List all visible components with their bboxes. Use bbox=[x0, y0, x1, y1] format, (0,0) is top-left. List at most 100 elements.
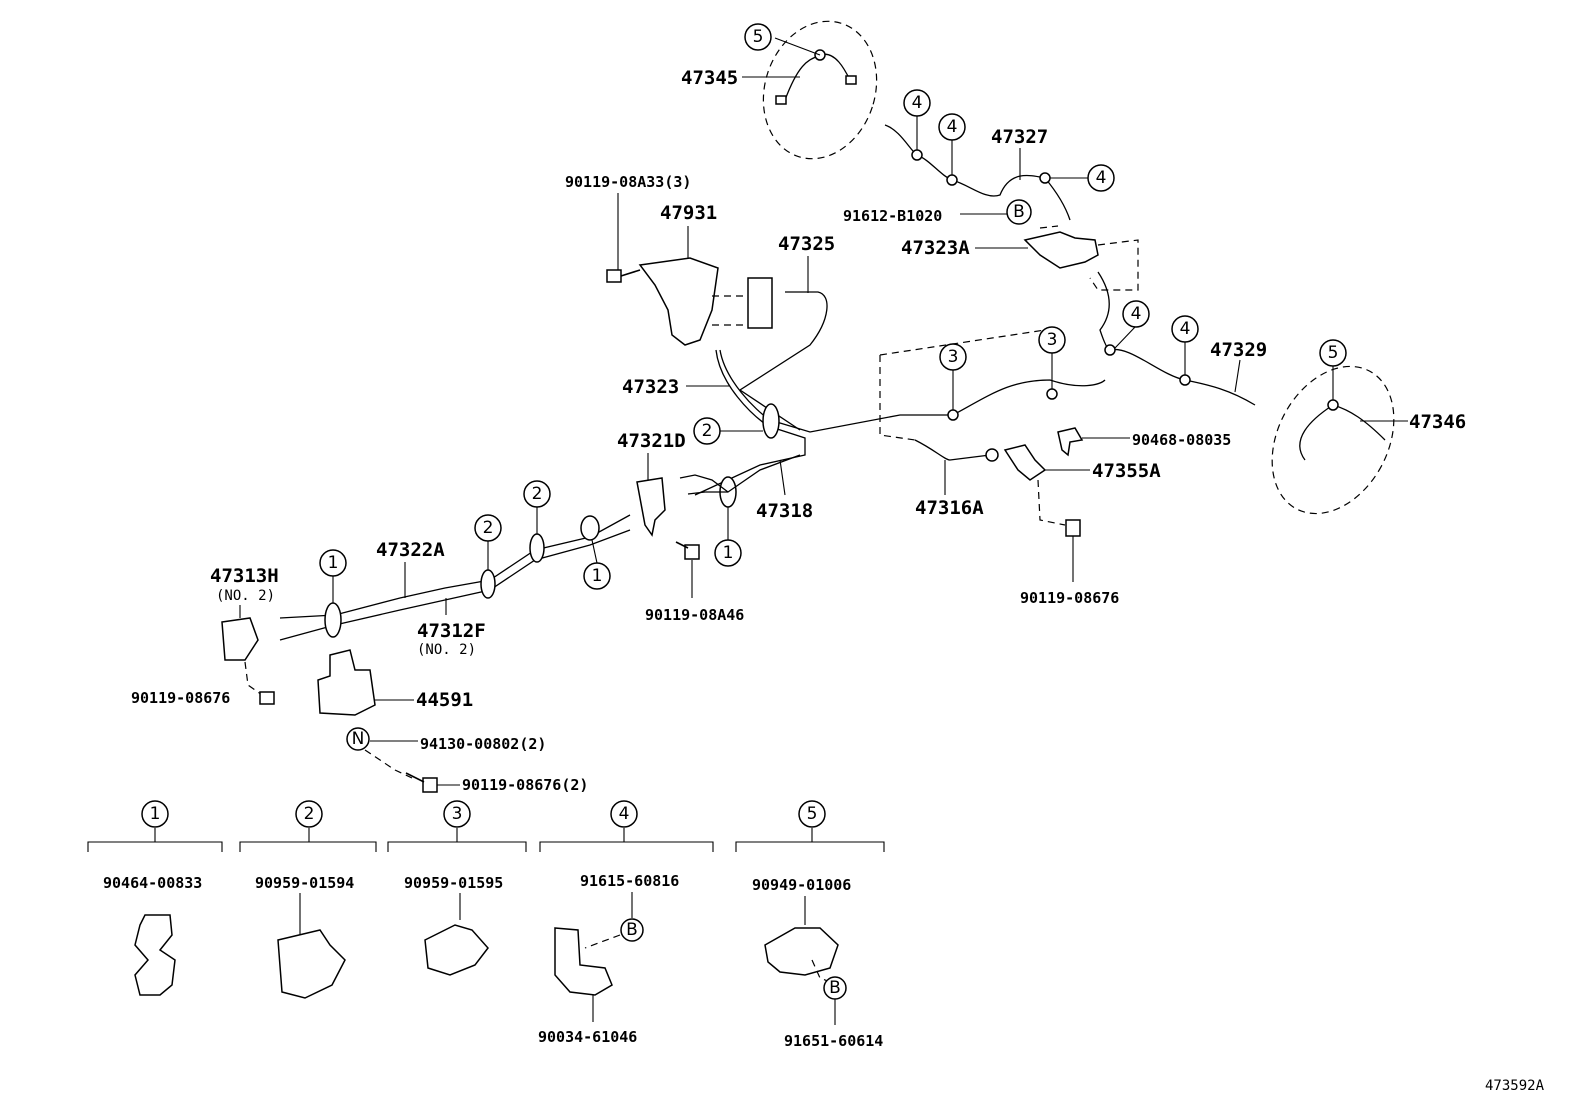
clip-90468-08035 bbox=[1057, 427, 1084, 457]
legend-1: 1 90464-00833 bbox=[87, 800, 223, 996]
clip-point bbox=[1039, 172, 1051, 184]
callout-3b: 3 bbox=[1038, 326, 1066, 354]
pipe-line-47312F bbox=[279, 529, 631, 641]
bolt-head bbox=[684, 544, 700, 560]
legend-4: 4 91615-60816 B 90034-61046 bbox=[538, 800, 714, 1046]
svg-text:B: B bbox=[626, 920, 638, 940]
bracket-47323A bbox=[1023, 231, 1099, 269]
hose-fitting bbox=[985, 448, 999, 462]
pipe-line-47322A bbox=[279, 514, 631, 619]
clamp-1b bbox=[580, 515, 600, 541]
clamp-1-left bbox=[324, 602, 342, 638]
leader-line bbox=[591, 539, 598, 564]
clamp-icon-2 bbox=[277, 929, 346, 999]
part-label-47323A: 47323A bbox=[901, 237, 970, 259]
part-label-47327: 47327 bbox=[991, 126, 1048, 148]
callout-text: 5 bbox=[753, 27, 764, 47]
bolt-head bbox=[1065, 519, 1081, 537]
bolt-head bbox=[606, 269, 622, 283]
clamp-2 bbox=[762, 403, 780, 439]
svg-text:4: 4 bbox=[619, 804, 630, 824]
svg-text:1: 1 bbox=[723, 543, 734, 563]
clip-point bbox=[911, 149, 923, 161]
clip-point bbox=[1046, 388, 1058, 400]
callout-1b: 1 bbox=[583, 562, 611, 590]
wheel-outline bbox=[1271, 365, 1395, 515]
callout-4a: 4 bbox=[903, 89, 931, 117]
legend-part-4-bottom: 90034-61046 bbox=[538, 1028, 637, 1046]
bracket-44591 bbox=[317, 649, 376, 716]
svg-text:3: 3 bbox=[1047, 330, 1058, 350]
callout-1-center: 1 bbox=[714, 539, 742, 567]
dashed-guide bbox=[364, 749, 413, 779]
leader-line bbox=[1234, 359, 1241, 393]
bolt-shaft bbox=[675, 541, 689, 549]
clamp-icon-5 bbox=[764, 927, 839, 976]
part-label-47323: 47323 bbox=[622, 376, 679, 398]
part-label-47355A: 47355A bbox=[1092, 460, 1161, 482]
dashed-guide bbox=[244, 661, 263, 696]
bolt-head bbox=[422, 777, 438, 793]
clamp-2a bbox=[480, 569, 496, 599]
junction-block bbox=[747, 277, 773, 329]
clip-point bbox=[1104, 344, 1116, 356]
part-label-90119-08A33: 90119-08A33(3) bbox=[565, 173, 691, 191]
dashed-guide bbox=[1089, 239, 1139, 291]
pipe-line-main2 bbox=[694, 349, 806, 496]
svg-text:2: 2 bbox=[483, 518, 494, 538]
part-note-47313H: (NO. 2) bbox=[216, 588, 275, 604]
callout-1-left: 1 bbox=[319, 549, 347, 577]
dashed-guide bbox=[712, 295, 748, 326]
bolt-shaft bbox=[405, 772, 425, 783]
svg-text:3: 3 bbox=[948, 347, 959, 367]
callout-3a: 3 bbox=[939, 343, 967, 371]
callout-5-top: 5 bbox=[744, 23, 772, 51]
part-label-90468-08035: 90468-08035 bbox=[1132, 431, 1231, 449]
part-label-47322A: 47322A bbox=[376, 539, 445, 561]
legend-5: 5 90949-01006 B 91651-60614 bbox=[735, 800, 885, 1050]
svg-text:1: 1 bbox=[328, 553, 339, 573]
clamp-2b bbox=[529, 533, 545, 563]
pipe-line bbox=[679, 454, 801, 493]
callout-2b: 2 bbox=[523, 480, 551, 508]
leader-line bbox=[1114, 325, 1137, 349]
wheel-outline bbox=[762, 20, 878, 160]
callout-B-top: B bbox=[1006, 199, 1032, 225]
hose-47316A bbox=[914, 439, 991, 461]
part-label-94130-00802: 94130-00802(2) bbox=[420, 735, 546, 753]
part-label-47325: 47325 bbox=[778, 233, 835, 255]
leader-line bbox=[779, 459, 786, 496]
svg-text:2: 2 bbox=[532, 484, 543, 504]
pipe-line-47325 bbox=[738, 291, 828, 431]
part-label-47321D: 47321D bbox=[617, 430, 686, 452]
part-label-47318: 47318 bbox=[756, 500, 813, 522]
legend-part-5-top: 90949-01006 bbox=[752, 876, 851, 894]
clamp-icon-4 bbox=[554, 927, 613, 996]
svg-text:5: 5 bbox=[807, 804, 818, 824]
part-note-47312F: (NO. 2) bbox=[417, 642, 476, 658]
svg-text:5: 5 bbox=[1328, 343, 1339, 363]
bracket-47355A bbox=[1003, 444, 1047, 481]
part-label-47329: 47329 bbox=[1210, 339, 1267, 361]
legend-part-1: 90464-00833 bbox=[103, 874, 202, 892]
hose-fitting bbox=[845, 75, 857, 85]
svg-text:1: 1 bbox=[150, 804, 161, 824]
legend-2: 2 90959-01594 bbox=[239, 800, 377, 999]
legend-3: 3 90959-01595 bbox=[387, 800, 527, 976]
legend-part-3: 90959-01595 bbox=[404, 874, 503, 892]
clamp-icon-1 bbox=[134, 914, 176, 996]
part-label-44591: 44591 bbox=[416, 689, 473, 711]
bolt-shaft bbox=[620, 269, 641, 277]
clamp-icon-3 bbox=[424, 924, 489, 976]
bolt-head bbox=[259, 691, 275, 705]
part-label-47931: 47931 bbox=[660, 202, 717, 224]
svg-text:B: B bbox=[1013, 202, 1025, 222]
part-label-47313H: 47313H bbox=[210, 565, 279, 587]
callout-4b: 4 bbox=[938, 113, 966, 141]
clip-point bbox=[947, 409, 959, 421]
wheel-hose-47345-group bbox=[742, 20, 878, 160]
callout-N: N bbox=[346, 727, 370, 751]
junction-47313H bbox=[221, 617, 259, 661]
svg-text:4: 4 bbox=[947, 117, 958, 137]
callout-4c: 4 bbox=[1087, 164, 1115, 192]
